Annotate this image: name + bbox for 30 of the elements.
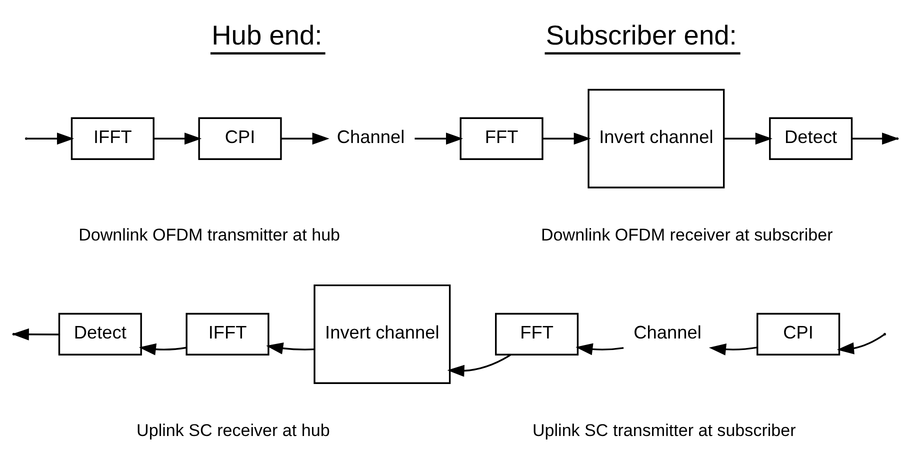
label: Uplink SC transmitter at subscriber — [532, 420, 796, 440]
arrow — [447, 354, 512, 377]
node-box: IFFT — [186, 312, 270, 356]
node-box: CPI — [756, 312, 840, 356]
node-box: Detect — [58, 312, 142, 356]
arrow — [724, 132, 772, 145]
node-text: Channel — [634, 322, 702, 343]
label: Uplink SC receiver at hub — [136, 420, 330, 440]
label: Hub end: — [212, 19, 322, 50]
label: Subscriber end: — [546, 19, 737, 50]
arrow — [266, 342, 314, 354]
node-text: Channel — [336, 126, 405, 147]
node-box: FFT — [460, 117, 544, 160]
node-box: Invert channel — [588, 88, 725, 188]
node-box: Invert channel — [314, 284, 451, 384]
arrow — [26, 132, 74, 145]
arrow — [542, 132, 591, 145]
node-box: IFFT — [70, 117, 154, 160]
arrow — [836, 334, 885, 354]
label: Downlink OFDM transmitter at hub — [78, 225, 340, 244]
arrow — [138, 343, 187, 356]
node-box: Detect — [769, 117, 853, 160]
label: Downlink OFDM receiver at subscriber — [541, 225, 833, 244]
arrow — [708, 343, 758, 356]
arrow — [154, 132, 202, 145]
arrow — [576, 343, 624, 356]
node-box: CPI — [198, 117, 282, 160]
arrow — [281, 132, 330, 145]
arrow — [414, 132, 464, 145]
node-box: FFT — [495, 312, 579, 356]
